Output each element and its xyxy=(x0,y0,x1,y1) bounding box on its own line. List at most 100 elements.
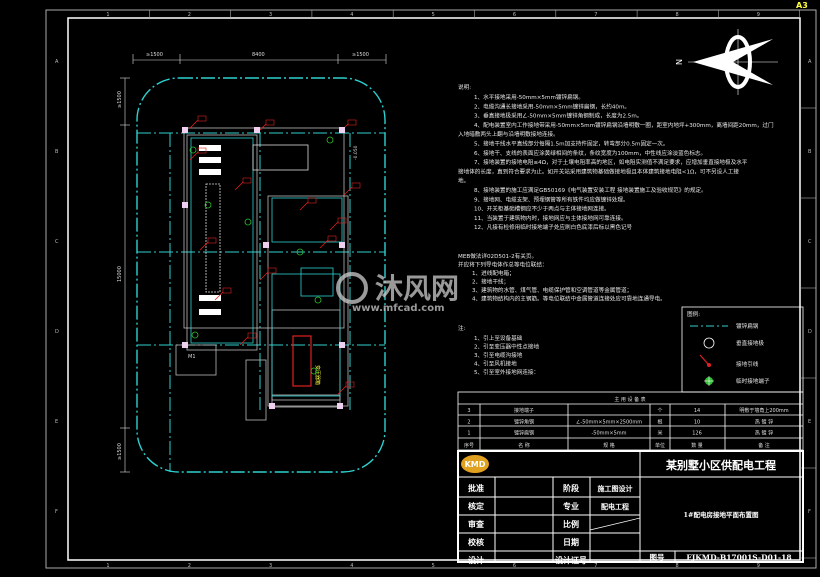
terminal-marker xyxy=(191,331,199,339)
row-marker: B xyxy=(808,149,812,155)
sheet-size-label: A3 xyxy=(796,1,808,10)
table-cell: 3 xyxy=(467,408,470,414)
column-marker-bottom: 5 xyxy=(432,563,435,569)
row-marker-left: E xyxy=(55,419,58,425)
north-arrow-icon: N xyxy=(674,29,778,95)
table-cell: 米 xyxy=(657,430,662,437)
dimensions xyxy=(120,54,387,473)
terminal-marker xyxy=(204,201,212,209)
column-marker-bottom: 6 xyxy=(513,563,516,569)
grounding-tag xyxy=(247,332,257,339)
lead-line xyxy=(299,201,309,211)
terminal-marker xyxy=(326,136,334,144)
lead-line xyxy=(329,221,339,231)
remark-item: 5、引至室外接地网连接： xyxy=(474,368,539,376)
grounding-pole xyxy=(182,127,188,133)
notes-list: 1、水平接地采用-50mm×5mm镀锌扁钢。2、电缆沟通长接地采用-50mm×5… xyxy=(458,93,774,231)
table-cell: 热 镀 锌 xyxy=(755,430,773,437)
grounding-pole xyxy=(182,202,188,208)
inner-frame xyxy=(67,17,801,561)
equipment-table-grid xyxy=(457,391,804,451)
column-marker: 6 xyxy=(513,12,516,18)
column-marker: 2 xyxy=(188,12,191,18)
indoor-grounding-band xyxy=(190,137,343,397)
table-cell: 2 xyxy=(467,419,470,425)
note-item: 地。 xyxy=(458,177,469,185)
title-block-field: 比例 xyxy=(563,519,579,529)
column-marker: 4 xyxy=(350,12,353,18)
column-marker: 7 xyxy=(594,12,597,18)
row-marker: A xyxy=(808,59,812,65)
drawing-number-label: 图号 xyxy=(650,553,665,562)
grounding-pole xyxy=(263,242,269,248)
legend-label-3: 接地引线 xyxy=(736,360,759,368)
table-cell: 明敷于墙角上200mm xyxy=(739,407,788,414)
row-marker: C xyxy=(808,239,812,245)
grounding-tag xyxy=(265,119,275,126)
table-cell: 14 xyxy=(694,408,700,414)
column-marker-bottom: 7 xyxy=(594,563,597,569)
table-cell: 1 xyxy=(467,431,470,437)
remarks-list: 1、引上至设备基础2、引至变压器中性点接地3、引至电缆沟接地4、引至风机接地5、… xyxy=(474,334,539,376)
note-item: 8、接地装置的施工应满足GB50169《电气装置安装工程 接地装置施工及验收规范… xyxy=(474,186,707,194)
title-block-value: 施工图设计 xyxy=(598,484,633,493)
grounding-tag xyxy=(307,197,317,204)
column-marker-bottom: 9 xyxy=(757,563,760,569)
circle-icon xyxy=(703,337,715,349)
lead-line xyxy=(214,291,224,301)
remark-item: 4、引至风机接地 xyxy=(474,360,517,368)
column-marker: 3 xyxy=(269,12,272,18)
table-header: 备 注 xyxy=(758,442,770,449)
row-marker: F xyxy=(808,509,811,515)
title-block-field: 专业 xyxy=(563,501,579,511)
legend-label-1: 镀锌扁钢 xyxy=(736,322,759,330)
grounding-pole xyxy=(182,342,188,348)
title-block-field: 设计证号 xyxy=(555,555,587,565)
legend-label-2: 垂直接地极 xyxy=(736,339,764,347)
table-cell: -50mm×5mm xyxy=(591,431,626,437)
equipment-label: 变压器箱 xyxy=(314,365,321,385)
grounding-annotations xyxy=(182,115,361,409)
grounding-tag xyxy=(345,381,355,388)
dim-left-mid: 15000 xyxy=(117,266,123,282)
legend-label-4: 临时接地端子 xyxy=(736,377,770,385)
legend-title: 图例: xyxy=(687,310,700,318)
remark-item: 3、引至电缆沟接地 xyxy=(474,351,523,359)
transformer xyxy=(292,335,312,387)
table-cell: 个 xyxy=(657,408,662,414)
table-header: 规 格 xyxy=(603,442,615,449)
note-item: 10、开关柜基础槽钢应不少于两点与主体接地网连接。 xyxy=(474,205,610,213)
table-cell: 接地端子 xyxy=(514,407,534,414)
row-marker-left: D xyxy=(55,329,59,335)
dim-top-right: ≥1500 xyxy=(352,52,369,58)
note-item: 12、凡接有检修用临时接地端子处应刷白色底漆后标以黑色记号 xyxy=(474,223,633,231)
note-item: 5、接地干线水平直线部分每隔1.5m加支持件固定，转弯部分0.5m固定一次。 xyxy=(474,140,668,148)
column-marker-bottom: 2 xyxy=(188,563,191,569)
note-item: 入地暗敷两头上翻与沿墙明敷接地连接。 xyxy=(458,130,559,138)
logo-text: KMD xyxy=(465,460,486,469)
grounding-tag xyxy=(197,115,207,122)
note-item: 3、垂直接地极采用∠-50mm×5mm镀锌角钢制成，长度为2.5m。 xyxy=(474,112,642,120)
table-header: 名 称 xyxy=(518,442,530,449)
equipotential-note: 3、建筑物的水管、煤气管、电缆保护管和空调管道等金属管道； xyxy=(472,286,632,294)
table-cell: 热 镀 锌 xyxy=(755,418,773,425)
title-block-label: 校核 xyxy=(468,537,484,547)
notes-title: 说明: xyxy=(458,83,471,91)
column-marker-bottom: 8 xyxy=(676,563,679,569)
note-item: 11、当装置于建筑物内时，接地网应与主体接地网可靠连接。 xyxy=(474,214,627,222)
table-header: 数 量 xyxy=(691,442,703,449)
drawing-name: 1#配电房接地平面布置图 xyxy=(684,510,759,519)
table-header: 序号 xyxy=(464,442,474,449)
title-block-field: 日期 xyxy=(563,537,579,547)
title-block-label: 批准 xyxy=(468,483,484,493)
grounding-tag xyxy=(242,177,252,184)
table-cell: ∠-50mm×5mm×2500mm xyxy=(576,419,642,425)
drawing-number: FJKMD-B17001S-D01-18 xyxy=(686,553,791,562)
equipotential-note: 并应将下列导电体作总等电位联结： xyxy=(458,261,548,269)
lead-line xyxy=(199,241,209,251)
column-marker-bottom: 3 xyxy=(269,563,272,569)
